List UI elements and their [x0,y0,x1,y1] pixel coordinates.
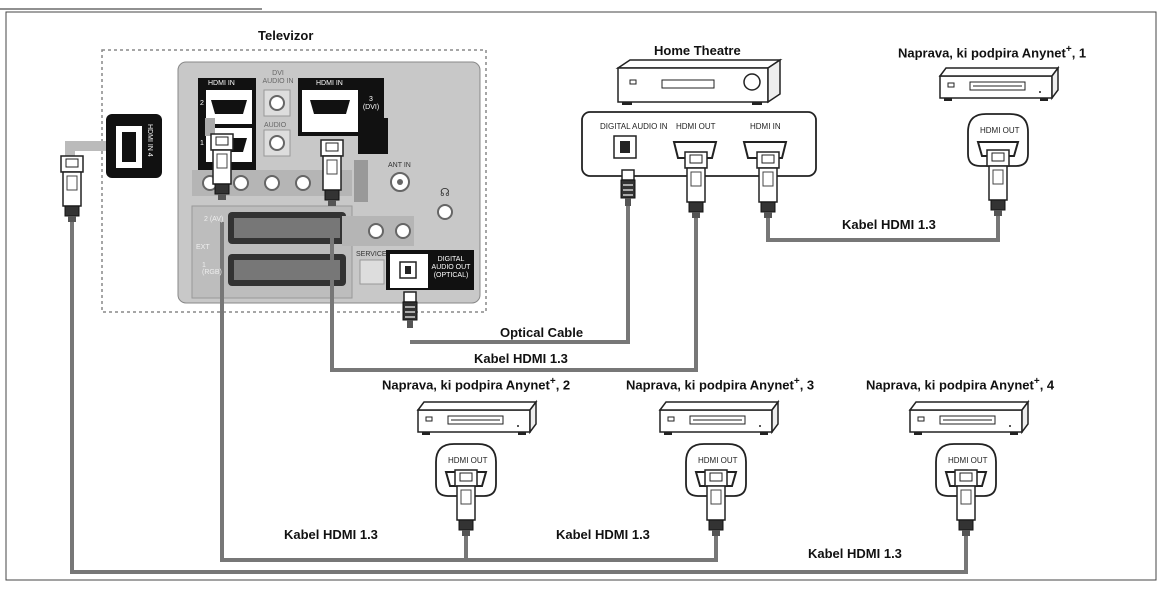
tv-hdmi-4-port [122,132,136,162]
tv-ext-1-rgb-label: 1 (RGB) [202,262,222,276]
tv-service-port [359,259,385,285]
plug-ht-hdmi-out [684,151,708,219]
tv-hdmi-in-label-1-2: HDMI IN [208,80,235,87]
plug-ht-hdmi-in [756,151,780,219]
tv-headphone-jack [437,204,453,220]
hdmi-cable-label-device3: Kabel HDMI 1.3 [556,527,650,542]
hdmi-cable-label-ht-device1: Kabel HDMI 1.3 [842,217,936,232]
plug-tv-optical [402,291,418,329]
ht-digital-audio-in-label: DIGITAL AUDIO IN [600,122,668,131]
tv-hdmi-in-4-label: HDMI IN 4 [146,124,153,157]
device2-port-label: HDMI OUT [448,456,488,465]
device1-port-label: HDMI OUT [980,126,1020,135]
diagram-border [5,11,1157,581]
device4-port-label: HDMI OUT [948,456,988,465]
hdmi-cable-device3 [466,530,718,562]
tv-audio-label: AUDIO [264,122,287,129]
plug-ht-optical [620,169,636,207]
device3-port-label: HDMI OUT [698,456,738,465]
optical-cable [410,206,630,344]
tv-ext-label: EXT [196,244,210,251]
tv-label: Televizor [258,28,314,43]
tv-port-2-label: 2 [200,100,204,107]
device3-unit [659,401,779,436]
hdmi-cable-label-tv-ht: Kabel HDMI 1.3 [474,351,568,366]
hdmi-cable-label-device4: Kabel HDMI 1.3 [808,546,902,561]
home-theatre-unit [615,58,783,105]
device2-unit [417,401,537,436]
plug-device4 [954,469,978,537]
tv-port-1-label: 1 [200,140,204,147]
plug-tv-hdmi4 [60,155,84,223]
tv-outline [101,49,487,313]
plug-device3 [704,469,728,537]
tv-audio-jack [263,129,291,157]
device1-label: Naprava, ki podpira Anynet+, 1 [898,44,1087,61]
tv-hdmi-in-label-3: HDMI IN [316,80,343,87]
ht-hdmi-in-label: HDMI IN [750,122,781,131]
device1-unit [939,67,1059,102]
tv-ext-2-av-label: 2 (AV) [204,216,224,223]
header-rule [0,0,262,9]
tv-dvi-audio-in-label: DVI AUDIO IN [262,70,294,85]
plug-device1 [986,149,1010,217]
hdmi-cable-tv-device4 [70,222,968,574]
hdmi-cable-tv-ht [330,212,698,372]
hdmi-cable-label-device2: Kabel HDMI 1.3 [284,527,378,542]
hdmi-cable-ht-device1 [766,212,1000,242]
device2-label: Naprava, ki podpira Anynet+, 2 [382,376,571,393]
ht-hdmi-out-label: HDMI OUT [676,122,716,131]
tv-hdmi-3-port [310,100,350,114]
cables [70,206,1000,574]
tv-service-label: SERVICE [356,251,387,258]
hdmi-cable-tv-device2 [220,222,468,562]
optical-cable-label: Optical Cable [500,325,584,340]
device4-unit [909,401,1029,436]
plug-device2 [454,469,478,537]
tv-digital-audio-out-label: DIGITAL AUDIO OUT (OPTICAL) [431,256,471,279]
device3-label: Naprava, ki podpira Anynet+, 3 [626,376,815,393]
home-theatre-label: Home Theatre [654,43,741,58]
tv-side-block [358,118,388,154]
tv-hdmi-2-port [211,100,247,114]
tv-ant-in-label: ANT IN [388,162,411,169]
device4-label: Naprava, ki podpira Anynet+, 4 [866,376,1055,393]
svg-text:☊: ☊ [440,187,450,199]
tv-component-label-strip [354,160,368,202]
tv-port-3-dvi-label: 3 (DVI) [362,96,380,111]
